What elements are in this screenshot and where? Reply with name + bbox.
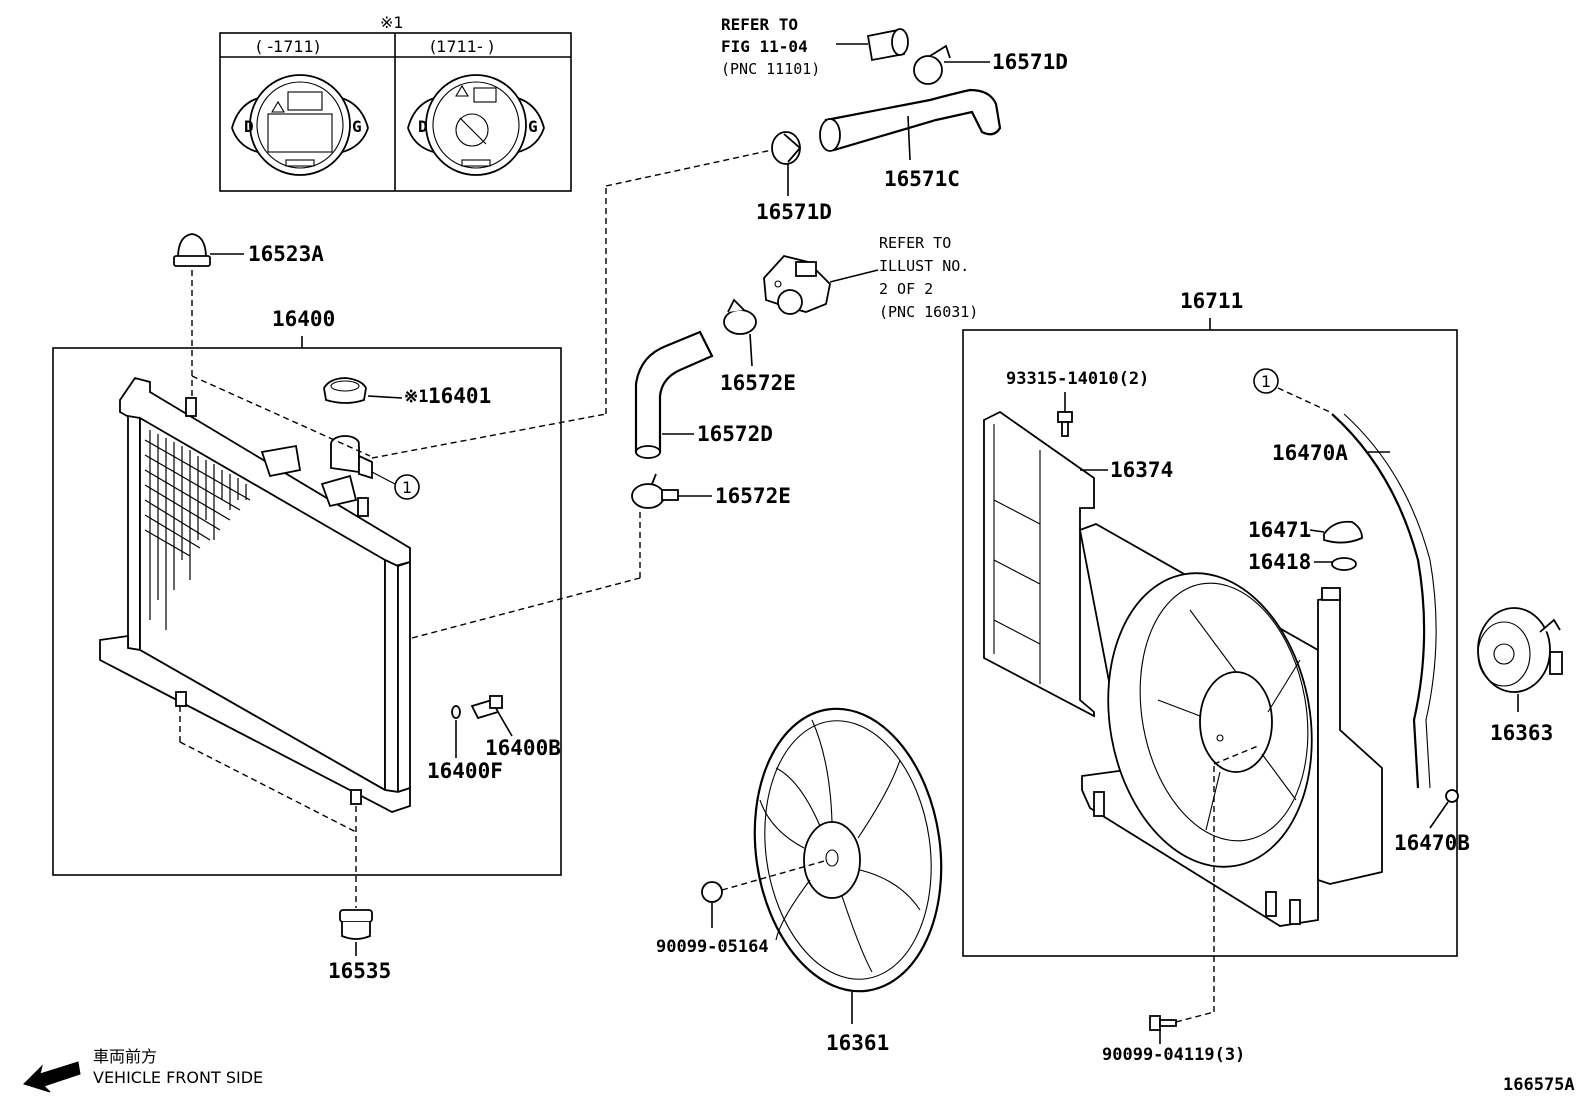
radiator-cap [323, 377, 367, 404]
label-93315: 93315-14010(2) [1006, 369, 1149, 389]
label-16418: 16418 [1248, 550, 1311, 574]
label-16470b: 16470B [1394, 831, 1470, 855]
label-16571d-bottom: 16571D [756, 200, 832, 224]
refer-illust-line3: 2 OF 2 [879, 280, 933, 298]
inset-left-header: ( -1711) [256, 37, 320, 56]
fan-shroud [1078, 523, 1383, 927]
label-90099-05164: 90099-05164 [656, 937, 769, 957]
reference-marker-1-label: 1 [402, 478, 412, 497]
inset-mark: ※1 [380, 13, 404, 32]
radiator-outlet-hose [634, 330, 714, 459]
label-16711: 16711 [1180, 289, 1243, 313]
refer-fig-note: REFER TO FIG 11-04 (PNC 11101) [721, 15, 820, 78]
radiator-lower-mount-cushion [339, 909, 373, 956]
front-arrow-icon [23, 1061, 81, 1093]
label-16535: 16535 [328, 959, 391, 983]
inset-right-header: (1711- ) [430, 37, 494, 56]
label-16471: 16471 [1248, 518, 1311, 542]
radiator [99, 376, 411, 813]
hose-clamp-16572e-upper [723, 298, 757, 335]
shroud-mount-bolt [1149, 1015, 1177, 1031]
refer-illust-line2: ILLUST NO. [879, 257, 969, 275]
label-16400f: 16400F [427, 759, 503, 783]
radiator-upper-mount-cushion [173, 233, 244, 267]
label-16401: 16401 [428, 384, 491, 408]
refer-fig-line3: (PNC 11101) [721, 60, 820, 78]
fan-shroud-side-cover [983, 410, 1095, 718]
label-16401-mark: ※1 [404, 387, 428, 407]
reference-marker-1-shroud [1253, 368, 1279, 394]
water-inlet-housing [763, 254, 831, 315]
reservoir-cap-gasket [1331, 557, 1357, 571]
hose-clip [1429, 789, 1459, 829]
reference-marker-1-shroud-label: 1 [1261, 372, 1271, 391]
radiator-drain-plug [451, 695, 513, 758]
svg-text:G: G [352, 117, 362, 136]
fan-motor [1477, 607, 1563, 712]
reference-marker-1-radiator [394, 474, 420, 500]
radiator-assembly-box [52, 347, 562, 876]
label-16400: 16400 [272, 307, 335, 331]
shroud-bolt [1057, 392, 1073, 437]
label-16363: 16363 [1490, 721, 1553, 745]
refer-fig-line1: REFER TO [721, 15, 798, 34]
label-16470a: 16470A [1272, 441, 1348, 465]
label-16374: 16374 [1110, 458, 1173, 482]
label-16572d: 16572D [697, 422, 773, 446]
reservoir-cap [1309, 520, 1363, 544]
label-16523a: 16523A [248, 242, 324, 266]
svg-text:D: D [244, 117, 254, 136]
radiator-inlet-hose [819, 88, 1002, 152]
hose-clamp-16572e-lower [631, 473, 679, 509]
label-16572e-top: 16572E [720, 371, 796, 395]
label-16571c: 16571C [884, 167, 960, 191]
refer-illust-line4: (PNC 16031) [879, 303, 978, 321]
label-16361: 16361 [826, 1031, 889, 1055]
reservoir-overflow-hose [1331, 413, 1426, 789]
fan-nut [701, 881, 723, 928]
hose-clamp-lower [771, 131, 802, 165]
refer-fig-line2: FIG 11-04 [721, 37, 808, 56]
hose-clamp-upper [913, 44, 951, 85]
refer-illust-line1: REFER TO [879, 234, 951, 252]
label-16571d-top: 16571D [992, 50, 1068, 74]
cooling-fan [753, 707, 943, 993]
svg-text:D: D [418, 117, 428, 136]
radiator-cap-new-icon: D G [407, 74, 545, 176]
front-english: VEHICLE FRONT SIDE [93, 1068, 263, 1087]
refer-illust-note: REFER TO ILLUST NO. 2 OF 2 (PNC 16031) [879, 234, 978, 321]
label-16400b: 16400B [485, 736, 561, 760]
label-16572e-bottom: 16572E [715, 484, 791, 508]
label-90099-04119: 90099-04119(3) [1102, 1045, 1245, 1065]
radiator-cap-old-icon: D G [231, 74, 369, 176]
cap-inset: ※1 ( -1711) (1711- ) D G [219, 13, 572, 192]
figure-code: 166575A [1503, 1075, 1575, 1095]
front-japanese: 車両前方 [93, 1047, 157, 1066]
inlet-pipe-stub [866, 28, 909, 62]
svg-text:G: G [528, 117, 538, 136]
